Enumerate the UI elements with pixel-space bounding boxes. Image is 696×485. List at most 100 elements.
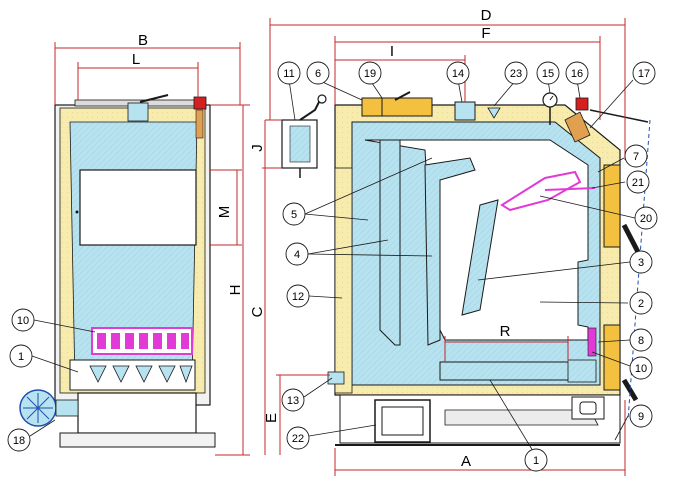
callout-text-18: 18 xyxy=(13,435,25,447)
loading-door-side xyxy=(603,164,621,248)
callout-19 xyxy=(358,61,382,85)
front-ash-door xyxy=(77,392,197,434)
callout-text-15: 15 xyxy=(542,68,554,80)
callout-20 xyxy=(634,206,658,230)
callout-text-6: 6 xyxy=(315,68,321,80)
callout-text-21: 21 xyxy=(632,177,644,189)
grate-outlet xyxy=(567,359,597,383)
callout-text-13: 13 xyxy=(287,395,299,407)
water-tube-front xyxy=(379,139,401,346)
front-view xyxy=(19,94,216,448)
callout-6 xyxy=(306,61,330,85)
dim-label-e: E xyxy=(263,413,280,423)
dim-label-r: R xyxy=(500,323,511,340)
lower-air-flap xyxy=(587,327,597,357)
side-panel xyxy=(334,167,353,394)
callout-21 xyxy=(626,170,650,194)
ash-door-handle xyxy=(621,378,639,402)
water-tube-rear xyxy=(424,157,476,346)
front-base xyxy=(59,432,216,448)
callout-16 xyxy=(565,61,589,85)
callout-text-9: 9 xyxy=(638,411,644,423)
secondary-air-rod xyxy=(544,187,596,191)
callout-text-23: 23 xyxy=(510,68,522,80)
callout-text-8: 8 xyxy=(638,335,644,347)
callout-text-17: 17 xyxy=(638,68,650,80)
callout-2 xyxy=(629,291,653,315)
fan-duct xyxy=(55,399,79,417)
dim-label-f: F xyxy=(481,25,490,42)
callout-text-2: 2 xyxy=(638,298,644,310)
dim-label-a: A xyxy=(461,453,471,470)
callout-10-side xyxy=(629,356,653,380)
callout-text-10-side: 10 xyxy=(635,363,647,375)
callout-text-1-front: 1 xyxy=(18,351,24,363)
front-red-valve xyxy=(193,96,207,110)
front-lever xyxy=(139,94,169,103)
front-grate-slots xyxy=(97,333,189,349)
callout-5 xyxy=(282,202,306,226)
thermostat-housing xyxy=(564,111,591,143)
callout-text-3: 3 xyxy=(638,257,644,269)
sensor-well xyxy=(487,107,501,119)
callout-11 xyxy=(277,61,301,85)
secondary-air-arm xyxy=(500,170,582,212)
callout-7 xyxy=(624,144,648,168)
callout-12 xyxy=(286,284,310,308)
fan-blades xyxy=(23,393,53,423)
callout-text-14: 14 xyxy=(452,68,464,80)
callout-text-11: 11 xyxy=(283,68,294,80)
dim-label-m: M xyxy=(216,206,233,219)
callout-1-front xyxy=(9,344,33,368)
callout-14 xyxy=(446,61,470,85)
front-door-hinge xyxy=(75,210,79,214)
front-loading-door xyxy=(79,169,197,246)
callout-text-4: 4 xyxy=(294,249,300,261)
side-view xyxy=(281,91,651,446)
callout-circles xyxy=(7,61,658,472)
callout-8 xyxy=(629,328,653,352)
callout-1-side xyxy=(524,448,548,472)
dim-label-h: H xyxy=(227,285,244,296)
front-ash-frame xyxy=(69,359,196,391)
callout-text-1-side: 1 xyxy=(533,455,539,467)
callout-22 xyxy=(286,426,310,450)
callout-text-10-front: 10 xyxy=(17,315,29,327)
front-air-vents xyxy=(89,365,193,384)
callout-text-7: 7 xyxy=(633,151,639,163)
return-pipe xyxy=(327,371,345,385)
safety-valve xyxy=(575,97,589,111)
callout-15 xyxy=(536,61,560,85)
callout-10-front xyxy=(11,308,35,332)
dimension-lines xyxy=(54,18,626,476)
loading-door-handle xyxy=(621,223,641,254)
callout-text-5: 5 xyxy=(291,209,297,221)
callout-18 xyxy=(7,428,31,452)
callout-text-20: 20 xyxy=(640,213,652,225)
callout-4 xyxy=(285,242,309,266)
callout-9 xyxy=(629,404,653,428)
callout-17 xyxy=(632,61,656,85)
ash-tray xyxy=(444,409,599,426)
front-thermo-rod xyxy=(195,109,204,139)
callout-text-19: 19 xyxy=(364,68,376,80)
callout-text-12: 12 xyxy=(292,291,304,303)
grate-channel xyxy=(439,361,576,381)
callout-text-16: 16 xyxy=(571,68,583,80)
callout-text-22: 22 xyxy=(292,433,304,445)
baffle-plate xyxy=(461,199,499,316)
flue-hook xyxy=(299,99,321,121)
dim-label-i: I xyxy=(390,43,394,60)
front-flue-stub xyxy=(127,102,149,122)
dim-label-l: L xyxy=(132,51,140,68)
callout-3 xyxy=(629,250,653,274)
callout-23 xyxy=(504,61,528,85)
dim-label-c: C xyxy=(249,306,266,317)
top-cover xyxy=(361,97,433,117)
draft-regulator-rod xyxy=(589,109,649,123)
dim-label-d: D xyxy=(481,7,492,24)
flow-outlet xyxy=(454,101,476,121)
dim-label-j: J xyxy=(249,144,266,152)
